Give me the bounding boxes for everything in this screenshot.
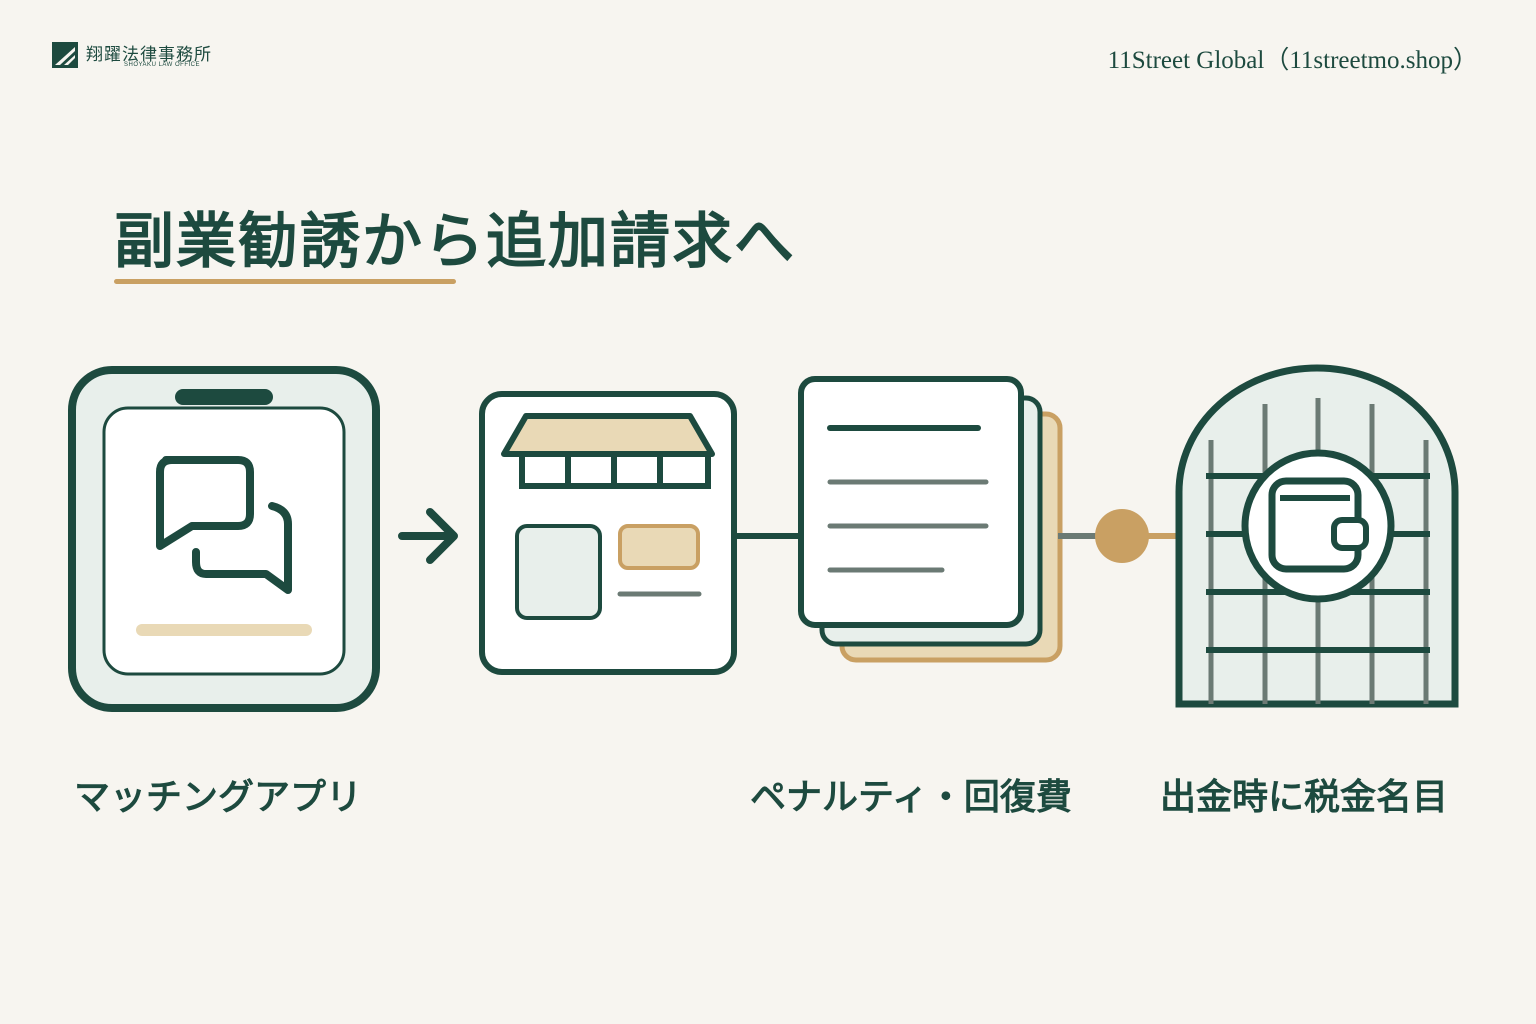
logo-name: 翔躍法律事務所 xyxy=(86,45,212,65)
step-label-tax: 出金時に税金名目 xyxy=(1160,777,1449,818)
document-stack-icon xyxy=(798,376,1063,663)
logo: 翔躍法律事務所 SHOYAKU LAW OFFICE xyxy=(52,40,252,72)
arrow-right-icon xyxy=(398,508,458,564)
step-label-matching-app: マッチングアプリ xyxy=(74,777,363,818)
logo-mark-icon xyxy=(52,42,78,68)
title-underline xyxy=(114,279,456,284)
connector-node xyxy=(1058,509,1182,563)
step-label-penalty: ペナルティ・回復費 xyxy=(750,777,1072,818)
chat-bubbles-icon xyxy=(68,366,380,712)
wallet-cage-icon xyxy=(1175,364,1459,708)
logo-subtitle: SHOYAKU LAW OFFICE xyxy=(124,62,201,68)
page-title: 副業勧誘から追加請求へ xyxy=(114,207,796,277)
site-name: 11Street Global（11streetmo.shop） xyxy=(1107,47,1478,74)
storefront-icon xyxy=(479,391,737,675)
